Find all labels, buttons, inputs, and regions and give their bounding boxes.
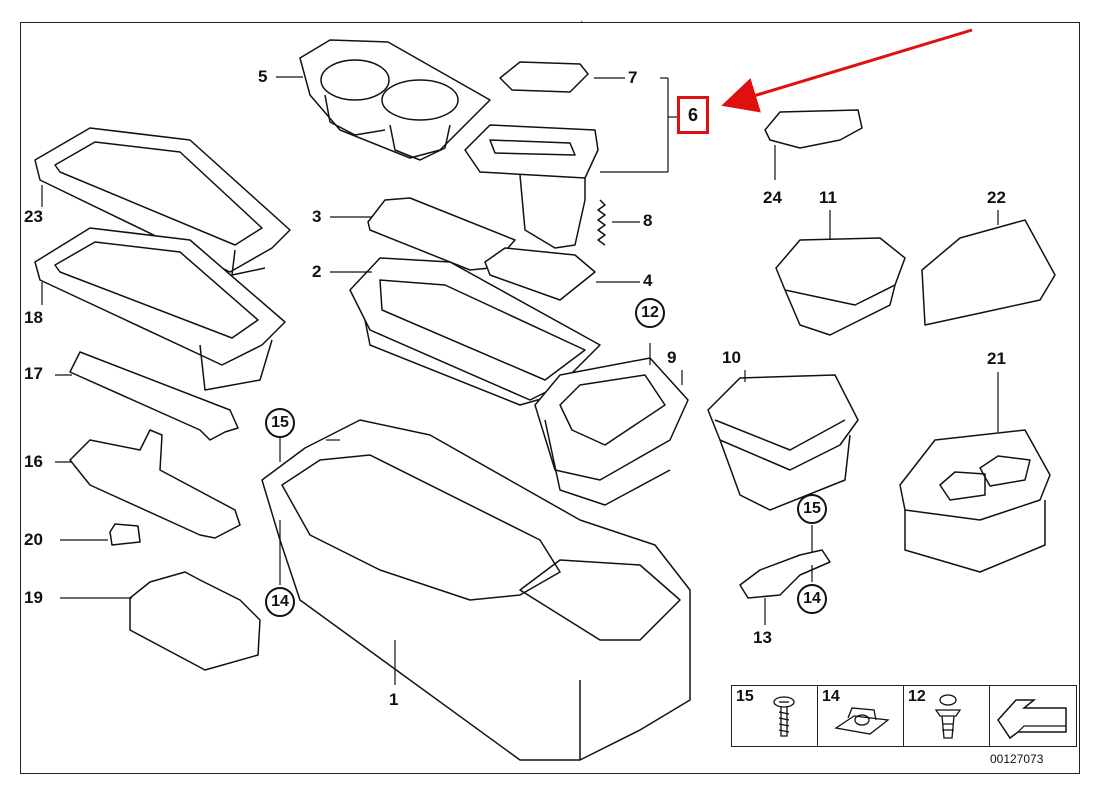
label-19: 19	[24, 588, 43, 607]
part-ashtray-9	[534, 357, 689, 506]
part-frame-23	[34, 127, 291, 276]
clip-icon	[934, 694, 962, 739]
part-switch-21	[899, 429, 1051, 573]
label-18: 18	[24, 308, 43, 327]
label-8: 8	[643, 211, 653, 230]
part-lid-4	[484, 247, 596, 301]
label-23: 23	[24, 207, 43, 226]
callout-15-left: 15	[265, 408, 295, 438]
label-5: 5	[258, 67, 268, 86]
label-20: 20	[24, 530, 43, 549]
legend-direction	[990, 686, 1078, 746]
label-22: 22	[987, 188, 1006, 207]
label-1: 1	[389, 690, 399, 709]
part-cover-19	[129, 571, 261, 671]
label-6-highlight: 6	[677, 96, 709, 134]
legend-nut: 14	[818, 686, 904, 746]
part-cup-holder	[299, 39, 491, 161]
part-ashtray-10	[707, 374, 859, 511]
part-spring	[597, 199, 606, 246]
part-bracket-16	[69, 429, 241, 539]
part-insert-7	[499, 61, 589, 93]
label-17: 17	[24, 364, 43, 383]
part-clip-24	[764, 109, 863, 149]
diagram-frame	[20, 22, 1080, 774]
callout-12: 12	[635, 298, 665, 328]
label-4: 4	[643, 271, 653, 290]
part-bracket-13	[739, 549, 831, 599]
highlight-arrow	[721, 28, 973, 113]
callout-14-right: 14	[797, 584, 827, 614]
part-console-1	[261, 419, 691, 761]
label-13: 13	[753, 628, 772, 647]
diagram-code: 00127073	[990, 752, 1044, 766]
screw-icon	[773, 696, 795, 737]
legend-12-label: 12	[908, 688, 926, 705]
legend-clip: 12	[904, 686, 990, 746]
label-3: 3	[312, 207, 322, 226]
legend-14-label: 14	[822, 688, 840, 705]
legend-screw: 15	[732, 686, 818, 746]
legend-15-label: 15	[736, 688, 754, 705]
label-10: 10	[722, 348, 741, 367]
part-ashtray-11	[775, 237, 906, 306]
label-11: 11	[819, 188, 837, 207]
part-storage-box	[349, 257, 601, 406]
callout-15-right: 15	[797, 494, 827, 524]
nut-icon	[834, 707, 890, 735]
part-rail-17	[69, 351, 239, 441]
direction-arrow-icon	[997, 699, 1067, 740]
label-2: 2	[312, 262, 322, 281]
label-21: 21	[987, 349, 1006, 368]
part-tray-6	[464, 124, 599, 249]
label-9: 9	[667, 348, 677, 367]
label-16: 16	[24, 452, 43, 471]
label-24: 24	[763, 188, 782, 207]
part-frame-18	[34, 227, 286, 391]
callout-14-left: 14	[265, 587, 295, 617]
marker-dot: ·	[580, 16, 584, 27]
label-7: 7	[628, 68, 638, 87]
part-cover-22	[921, 219, 1056, 326]
part-pad-20	[109, 523, 141, 546]
hardware-legend: 15 14 12	[731, 685, 1077, 747]
